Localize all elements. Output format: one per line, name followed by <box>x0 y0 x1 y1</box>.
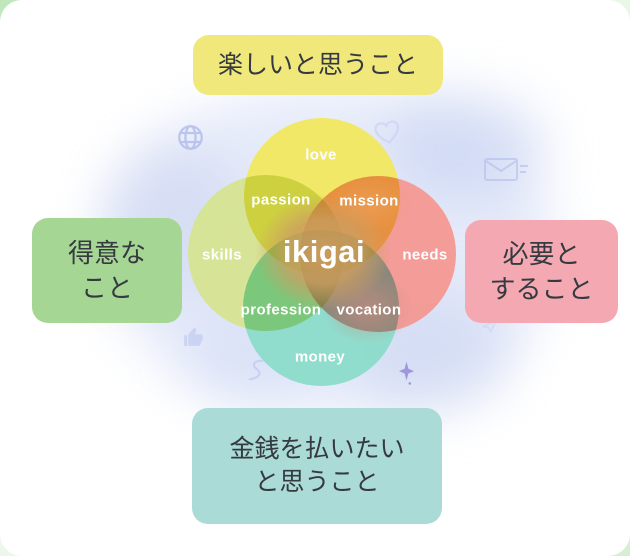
callout-text-line2: こと <box>80 272 133 303</box>
globe-icon <box>178 125 203 150</box>
sparkle-icon <box>398 361 415 385</box>
venn-label-mission: mission <box>339 192 399 210</box>
squiggle-icon <box>248 359 264 381</box>
callout-things-people-pay-for: 金銭を払いたい と思うこと <box>192 408 442 524</box>
venn-label-money: money <box>294 348 346 366</box>
venn-label-vocation: vocation <box>336 301 402 319</box>
callout-text-line1: 必要と <box>502 239 581 270</box>
callout-text-line1: 得意な <box>67 238 146 269</box>
venn-label-ikigai: ikigai <box>282 234 366 269</box>
heart-icon <box>374 120 400 144</box>
thumbs-up-icon <box>184 328 203 346</box>
venn-label-passion: passion <box>251 191 311 209</box>
venn-label-love: love <box>305 146 337 164</box>
envelope-icon <box>484 158 528 181</box>
callout-text: 楽しいと思うこと <box>217 50 418 79</box>
callout-text-line1: 金銭を払いたい <box>229 435 405 463</box>
callout-text-line2: と思うこと <box>254 468 380 496</box>
callout-things-you-enjoy: 楽しいと思うこと <box>193 35 443 95</box>
callout-things-you-are-good-at: 得意な こと <box>32 218 182 323</box>
venn-label-skills: skills <box>202 246 242 264</box>
callout-things-the-world-needs: 必要と すること <box>465 220 618 323</box>
venn-label-profession: profession <box>240 301 322 319</box>
callout-text-line2: すること <box>489 273 594 304</box>
venn-label-needs: needs <box>402 246 448 264</box>
